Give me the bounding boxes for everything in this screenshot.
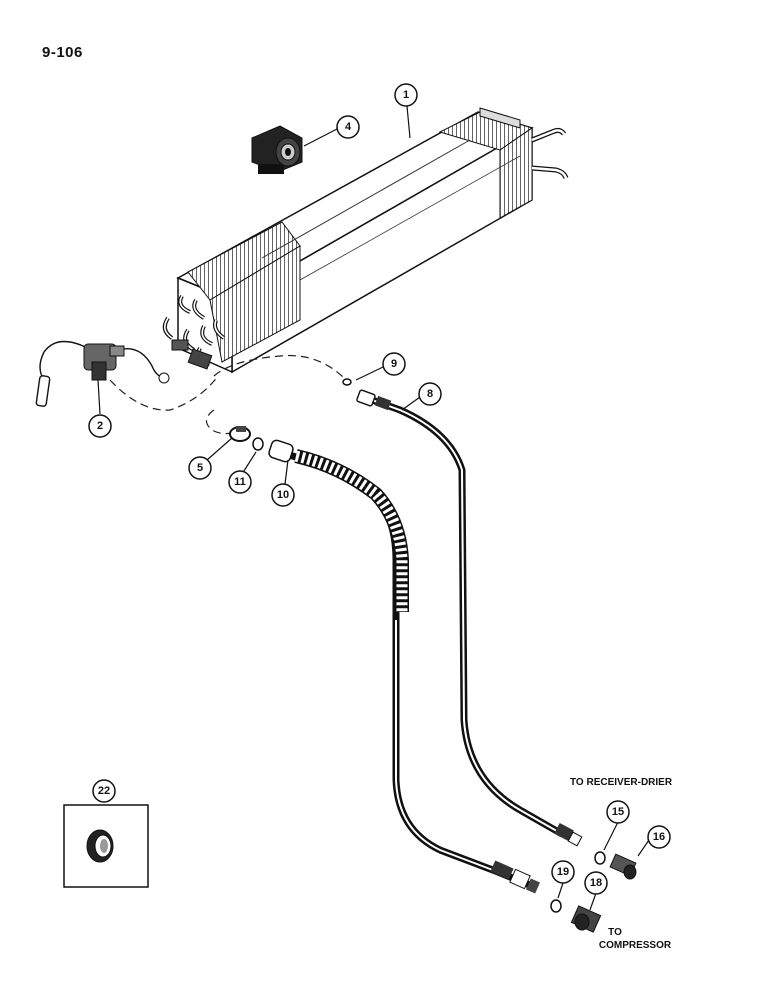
- callout-2: 2: [88, 414, 112, 438]
- page-number: 9-106: [42, 44, 83, 61]
- callout-9: 9: [382, 352, 406, 376]
- callout-19: 19: [551, 860, 575, 884]
- o-ring-19: [550, 899, 562, 913]
- callout-15: 15: [606, 800, 630, 824]
- hose-10: [268, 439, 541, 894]
- svg-text:4: 4: [345, 121, 352, 133]
- note-to: TO: [608, 927, 622, 938]
- note-receiver-drier: TO RECEIVER-DRIER: [570, 777, 673, 788]
- svg-text:15: 15: [612, 806, 624, 818]
- callout-4: 4: [336, 115, 360, 139]
- inset-box-22: [63, 804, 149, 888]
- svg-text:10: 10: [277, 489, 289, 501]
- svg-text:1: 1: [403, 89, 409, 101]
- svg-text:16: 16: [653, 831, 665, 843]
- svg-text:18: 18: [590, 877, 602, 889]
- callout-22: 22: [92, 779, 116, 803]
- fitting-18: [570, 905, 602, 933]
- blower-part: [251, 125, 303, 174]
- callout-8: 8: [418, 382, 442, 406]
- fitting-16: [609, 853, 637, 880]
- leader-lines: [97, 105, 650, 911]
- callout-1: 1: [394, 83, 418, 107]
- hose-clamp: [229, 426, 251, 442]
- note-compressor: COMPRESSOR: [599, 940, 672, 951]
- callout-18: 18: [584, 871, 608, 895]
- callout-10: 10: [271, 483, 295, 507]
- o-ring-15: [594, 851, 606, 865]
- svg-text:22: 22: [98, 785, 110, 797]
- svg-text:5: 5: [197, 462, 203, 474]
- svg-text:2: 2: [97, 420, 103, 432]
- expansion-valve: [35, 340, 170, 407]
- svg-text:8: 8: [427, 388, 433, 400]
- svg-text:19: 19: [557, 866, 569, 878]
- o-ring-9: [342, 378, 352, 386]
- svg-text:9: 9: [391, 358, 397, 370]
- callout-11: 11: [228, 470, 252, 494]
- svg-text:11: 11: [234, 476, 246, 488]
- hose-8: [356, 389, 583, 847]
- evaporator-core: [162, 107, 569, 374]
- callout-16: 16: [647, 825, 671, 849]
- routing-dashed-lines: [109, 354, 349, 435]
- callout-5: 5: [188, 456, 212, 480]
- o-ring-11: [252, 437, 264, 451]
